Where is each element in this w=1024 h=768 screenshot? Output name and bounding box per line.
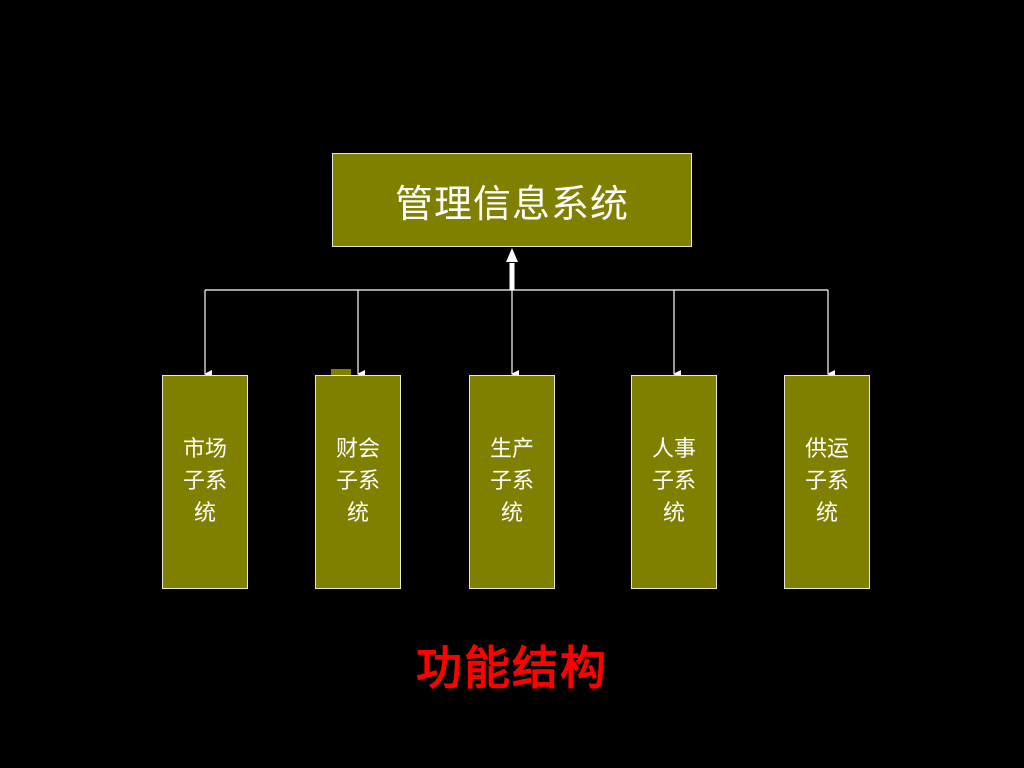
child-node-market: 市场子系统 — [162, 375, 248, 589]
trunk-arrowhead — [506, 248, 518, 262]
root-node: 管理信息系统 — [332, 153, 692, 247]
child-node-label: 人事子系统 — [652, 437, 697, 526]
diagram-caption: 功能结构 — [416, 641, 608, 695]
child-node-label: 供运子系统 — [805, 437, 850, 526]
child-node-production: 生产子系统 — [469, 375, 555, 589]
child-node-finance: 财会子系统 — [315, 375, 401, 589]
child-node-hr: 人事子系统 — [631, 375, 717, 589]
root-node-label: 管理信息系统 — [394, 181, 629, 226]
decorative-tab — [331, 369, 351, 376]
child-node-supply: 供运子系统 — [784, 375, 870, 589]
child-node-label: 生产子系统 — [490, 437, 535, 526]
child-node-label: 市场子系统 — [183, 437, 228, 526]
child-node-label: 财会子系统 — [336, 437, 381, 526]
